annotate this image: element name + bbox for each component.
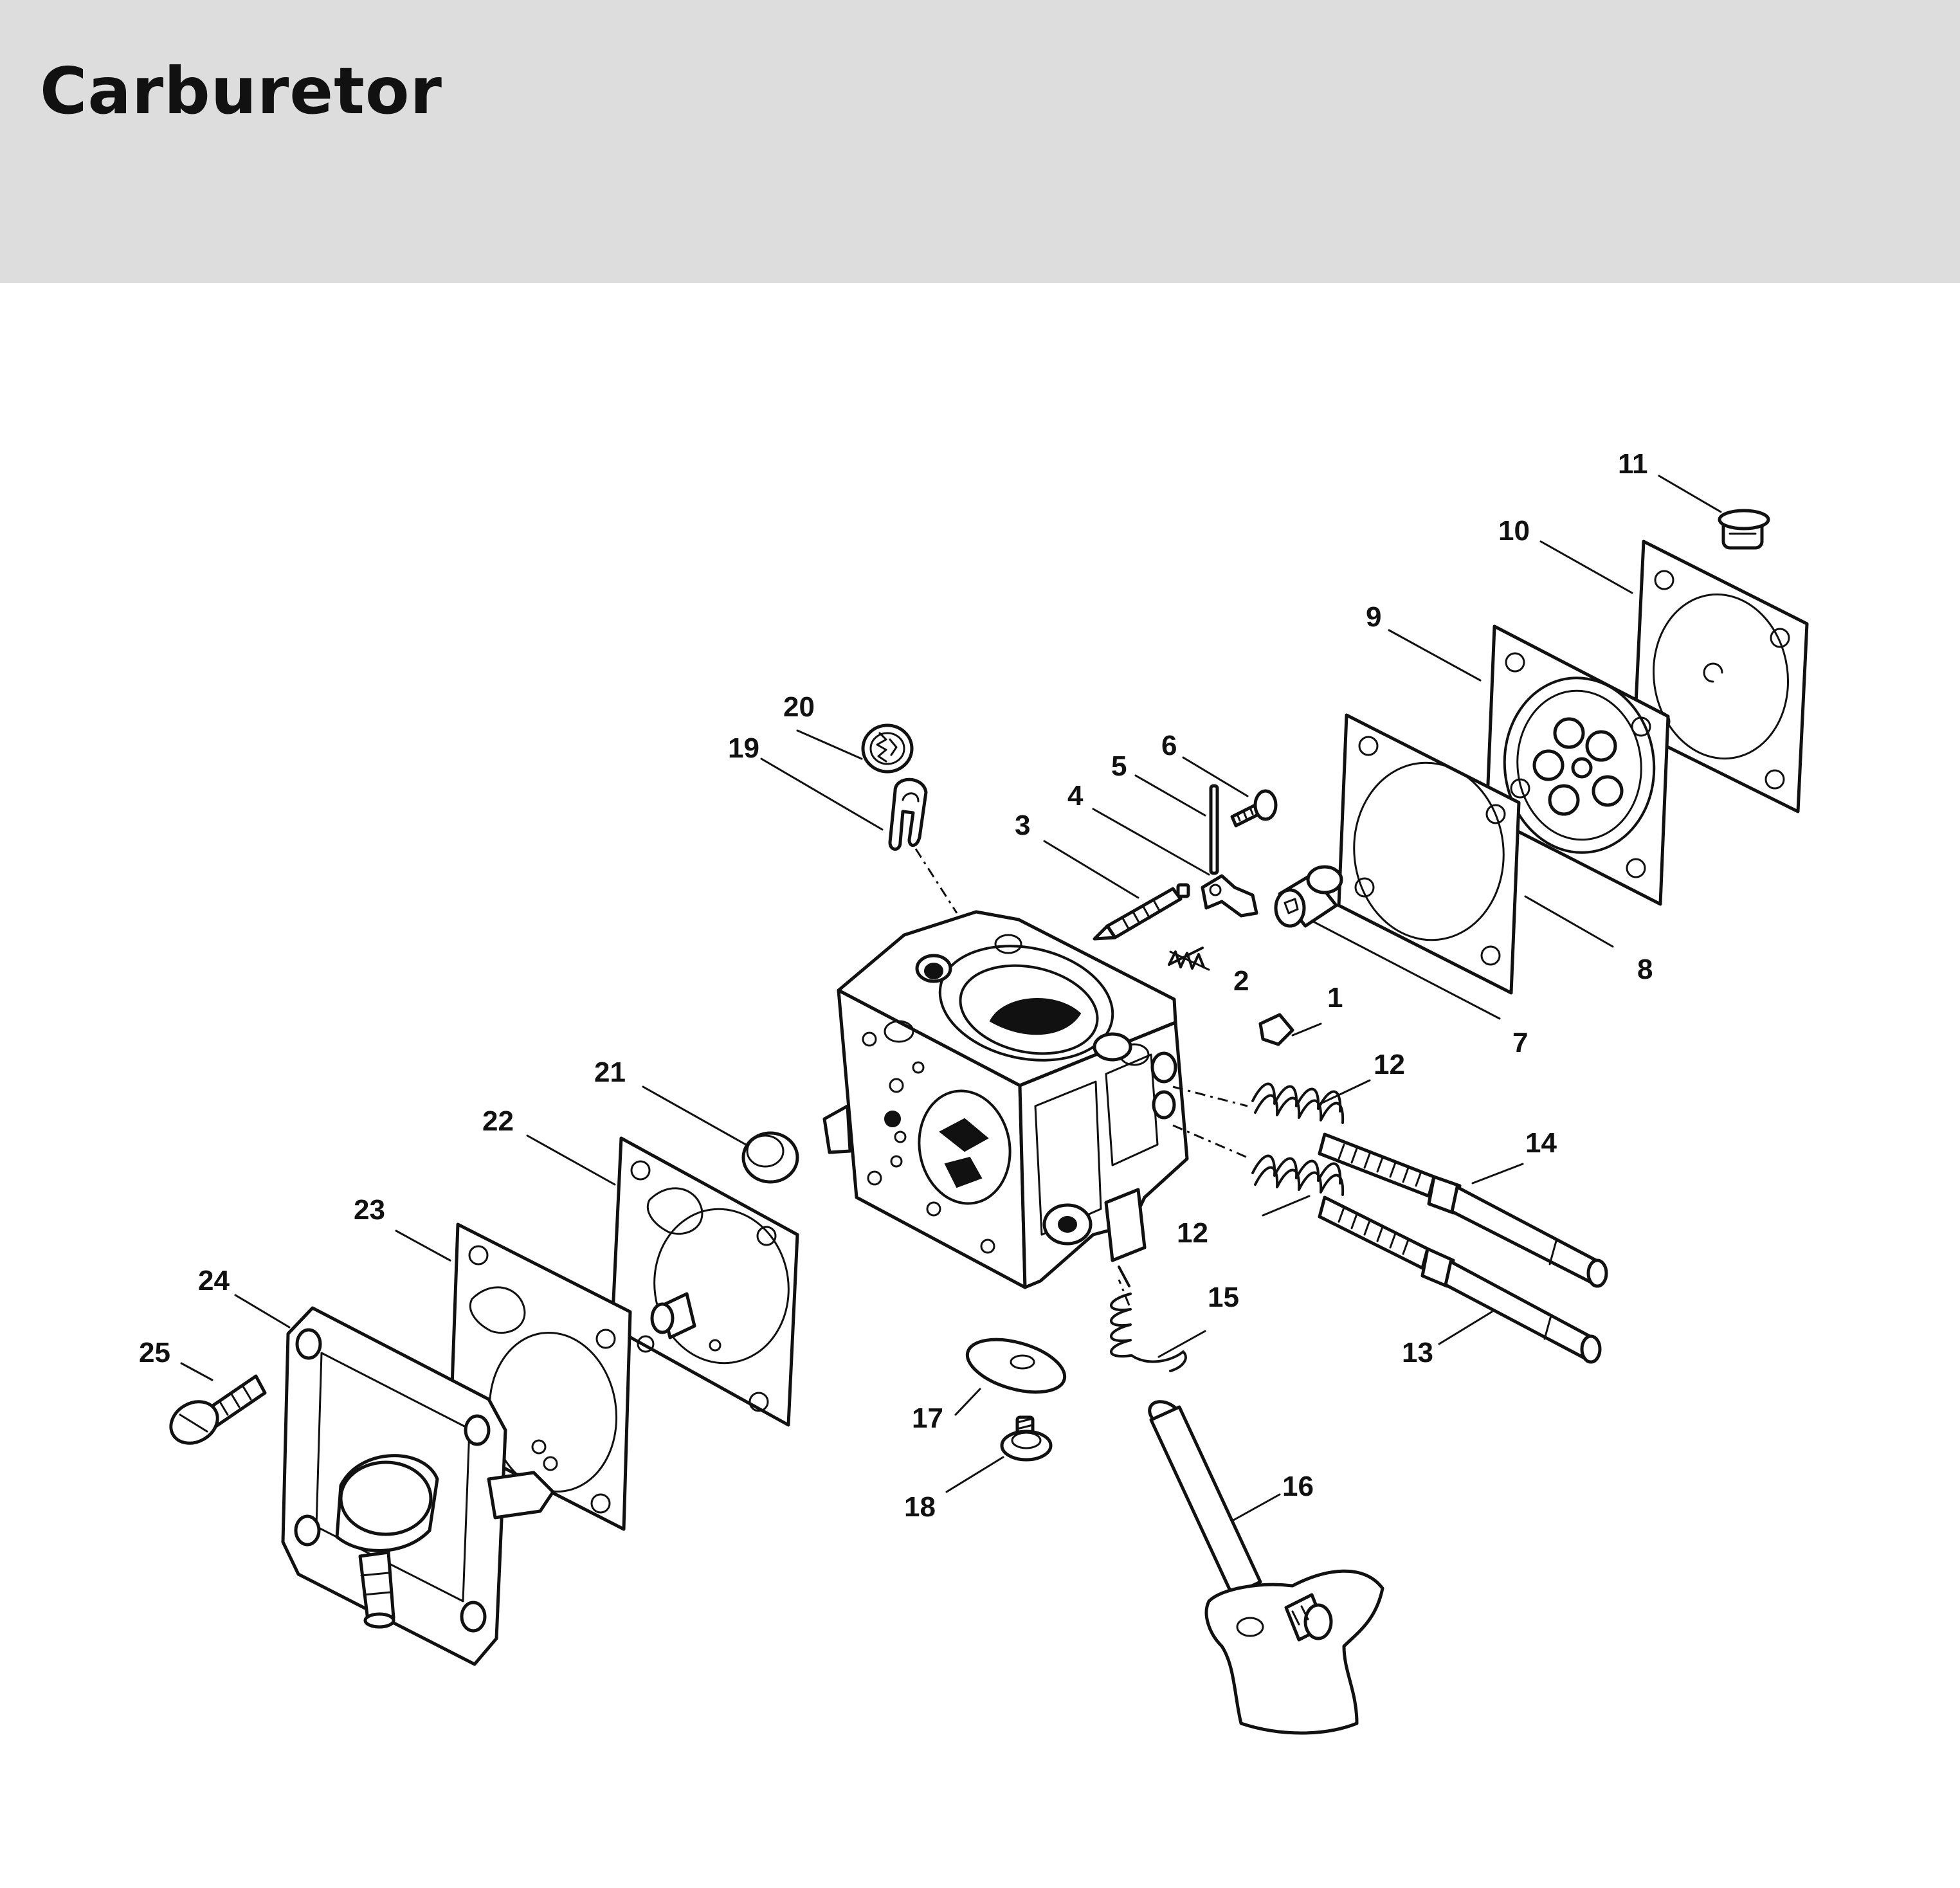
callout-2: 2 xyxy=(1233,965,1249,997)
part-14-adjusting-screw xyxy=(1318,1132,1608,1288)
callout-8: 8 xyxy=(1637,954,1653,985)
callout-3: 3 xyxy=(1015,810,1030,841)
part-5-pin xyxy=(1209,784,1219,875)
part-9-diaphragm xyxy=(1485,624,1670,906)
part-2-spring xyxy=(1168,947,1205,970)
callout-20: 20 xyxy=(783,691,815,723)
part-25-screw xyxy=(169,1374,267,1445)
page-title: Carburetor xyxy=(40,53,442,129)
part-6-screw xyxy=(1230,789,1278,828)
callout-16: 16 xyxy=(1282,1471,1314,1502)
part-7-fitting xyxy=(1274,865,1343,928)
callout-14: 14 xyxy=(1525,1127,1557,1159)
part-10-cover xyxy=(1633,540,1809,813)
part-19-clip xyxy=(888,777,928,851)
callout-13: 13 xyxy=(1402,1337,1433,1368)
callout-23: 23 xyxy=(354,1194,385,1226)
part-21-cap xyxy=(741,1131,799,1184)
part-12-spring-upper xyxy=(1251,1082,1345,1124)
callout-4: 4 xyxy=(1067,780,1084,812)
callout-1: 1 xyxy=(1327,982,1343,1013)
part-8-gasket xyxy=(1337,713,1521,995)
leader-lines xyxy=(180,475,1722,1521)
callout-22: 22 xyxy=(482,1105,514,1137)
callout-5: 5 xyxy=(1111,750,1127,782)
part-3-needle xyxy=(1093,883,1190,941)
part-12-spring-lower xyxy=(1251,1154,1345,1196)
callout-24: 24 xyxy=(198,1265,230,1296)
callout-21: 21 xyxy=(594,1057,626,1088)
callout-9: 9 xyxy=(1366,601,1381,633)
part-20-screw xyxy=(861,723,914,774)
callout-7: 7 xyxy=(1512,1027,1528,1058)
callouts: 11 10 9 8 7 6 5 4 3 2 1 12 12 14 13 15 1… xyxy=(139,448,1653,1523)
assembly-axes xyxy=(914,848,1248,1306)
part-22-diaphragm xyxy=(610,1136,799,1427)
callout-25: 25 xyxy=(139,1337,170,1368)
callout-15: 15 xyxy=(1208,1282,1239,1313)
part-16-throttle-shaft xyxy=(1148,1400,1384,1735)
part-1-cap xyxy=(1258,1013,1294,1046)
callout-12-upper: 12 xyxy=(1374,1049,1405,1080)
header-band xyxy=(0,0,1960,283)
callout-11: 11 xyxy=(1618,448,1648,480)
callout-18: 18 xyxy=(904,1491,936,1523)
callout-6: 6 xyxy=(1161,730,1177,761)
part-11-plug xyxy=(1718,509,1770,550)
callout-12-lower: 12 xyxy=(1177,1217,1208,1249)
part-13-adjusting-screw xyxy=(1318,1195,1602,1364)
part-24-end-cover xyxy=(281,1306,555,1666)
callout-19: 19 xyxy=(728,732,759,764)
callout-10: 10 xyxy=(1498,515,1530,547)
part-4-lever xyxy=(1201,874,1258,918)
part-18-screw xyxy=(1000,1415,1053,1462)
part-15-spring xyxy=(1110,1266,1187,1372)
callout-17: 17 xyxy=(912,1402,943,1434)
carburetor-body xyxy=(822,910,1189,1289)
part-17-washer xyxy=(965,1338,1067,1394)
